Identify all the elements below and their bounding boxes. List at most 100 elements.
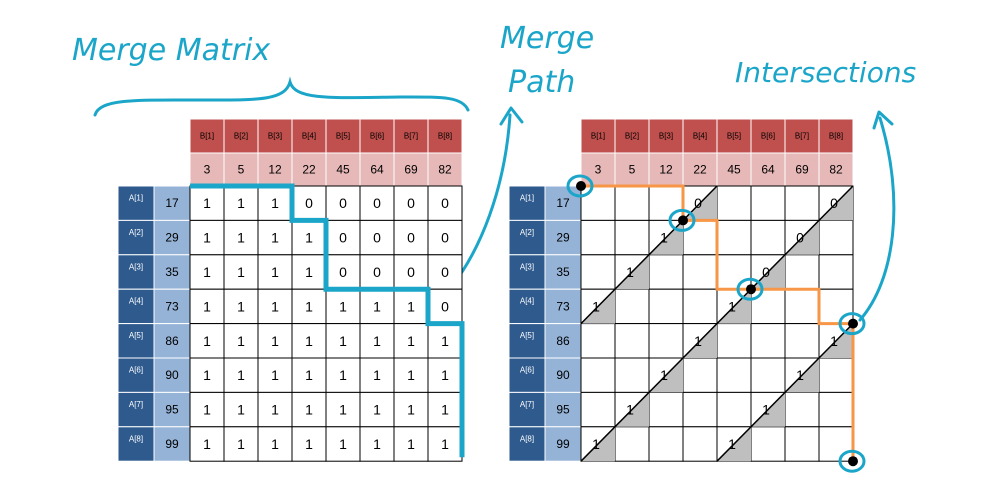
matrix-cell (716, 323, 752, 359)
matrix-cell (393, 357, 429, 393)
matrix-cell (818, 426, 854, 462)
matrix-cell (716, 254, 752, 290)
b-value-label: 64 (370, 163, 384, 177)
diagonal-value: 1 (762, 402, 770, 418)
matrix-value: 1 (407, 402, 415, 418)
intersection-highlight (566, 174, 594, 198)
a-value-cell (153, 323, 191, 359)
a-index-label: A[1] (129, 194, 143, 203)
matrix-cell (750, 357, 786, 393)
b-index-cell (784, 118, 820, 154)
a-value-cell (153, 288, 191, 325)
matrix-cell (257, 323, 293, 359)
merge-path-label-line1: Merge (500, 21, 594, 56)
matrix-value: 0 (407, 195, 415, 211)
matrix-cell (223, 288, 259, 325)
a-index-label: A[2] (129, 228, 143, 237)
b-value-label: 22 (302, 163, 316, 177)
matrix-cell (427, 391, 463, 428)
b-index-cell (818, 118, 854, 154)
b-value-label: 5 (238, 163, 245, 177)
b-value-cell (393, 152, 429, 187)
matrix-cell (648, 323, 684, 359)
diagonal-value: 1 (626, 264, 634, 280)
b-index-cell (580, 118, 616, 154)
a-index-label: A[1] (520, 194, 534, 203)
b-value-label: 12 (268, 163, 282, 177)
matrix-cell (750, 288, 786, 325)
matrix-cell (359, 185, 395, 221)
matrix-cell (580, 254, 616, 290)
matrix-value: 0 (441, 264, 449, 280)
merge-matrix-label: Merge Matrix (72, 33, 270, 68)
a-value-label: 35 (165, 265, 179, 279)
matrix-cell (784, 426, 820, 462)
a-value-label: 90 (556, 368, 570, 382)
b-value-cell (359, 152, 395, 187)
matrix-value: 1 (237, 402, 245, 418)
matrix-cell (223, 426, 259, 462)
a-index-label: A[5] (129, 331, 143, 340)
a-index-cell (508, 357, 546, 393)
b-index-label: B[3] (268, 132, 282, 141)
matrix-cell (580, 185, 616, 221)
matrix-cell (223, 185, 259, 221)
matrix-value: 1 (305, 436, 313, 452)
b-index-label: B[7] (795, 132, 809, 141)
merge-path-table: B[1]3B[2]5B[3]12B[4]22B[5]45B[6]64B[7]69… (508, 118, 866, 473)
diagonal-value: 1 (660, 367, 668, 383)
matrix-cell (257, 391, 293, 428)
a-index-label: A[8] (520, 434, 534, 443)
matrix-value: 1 (237, 298, 245, 314)
matrix-cell (750, 426, 786, 462)
matrix-cell (614, 357, 650, 393)
matrix-cell (325, 357, 361, 393)
matrix-cell (580, 357, 616, 393)
b-index-label: B[2] (234, 132, 248, 141)
matrix-value: 0 (441, 230, 449, 246)
matrix-cell (291, 254, 327, 290)
b-index-label: B[1] (200, 132, 214, 141)
matrix-cell (716, 219, 752, 256)
merge-matrix-brace (93, 76, 470, 117)
matrix-cell (580, 219, 616, 256)
matrix-value: 0 (339, 264, 347, 280)
matrix-cell (189, 357, 225, 393)
matrix-cell (427, 323, 463, 359)
matrix-cell (682, 288, 718, 325)
matrix-value: 0 (339, 230, 347, 246)
matrix-cell (257, 219, 293, 256)
matrix-cell (818, 391, 854, 428)
matrix-value: 0 (407, 264, 415, 280)
matrix-cell (393, 426, 429, 462)
b-value-cell (614, 152, 650, 187)
matrix-cell (427, 254, 463, 290)
merge-path-arrowhead (499, 106, 524, 126)
a-index-cell (117, 185, 155, 221)
matrix-cell (750, 185, 786, 221)
matrix-cell (750, 219, 786, 256)
matrix-value: 0 (441, 298, 449, 314)
matrix-value: 1 (203, 367, 211, 383)
matrix-value: 1 (339, 436, 347, 452)
merge-matrix-table: B[1]3B[2]5B[3]12B[4]22B[5]45B[6]64B[7]69… (117, 118, 465, 462)
a-index-cell (117, 323, 155, 359)
matrix-cell (614, 219, 650, 256)
matrix-value: 0 (373, 230, 381, 246)
a-index-cell (117, 391, 155, 428)
matrix-cell (359, 391, 395, 428)
b-value-cell (682, 152, 718, 187)
b-value-label: 82 (438, 163, 452, 177)
matrix-value: 0 (407, 230, 415, 246)
matrix-value: 1 (339, 298, 347, 314)
diagonal-line (716, 323, 854, 462)
b-index-label: B[6] (370, 132, 384, 141)
matrix-value: 1 (305, 402, 313, 418)
matrix-value: 1 (271, 402, 279, 418)
a-value-label: 86 (556, 334, 570, 348)
matrix-value: 1 (305, 333, 313, 349)
intersections-arrow (858, 116, 896, 322)
a-value-label: 17 (556, 196, 570, 210)
matrix-value: 0 (373, 264, 381, 280)
